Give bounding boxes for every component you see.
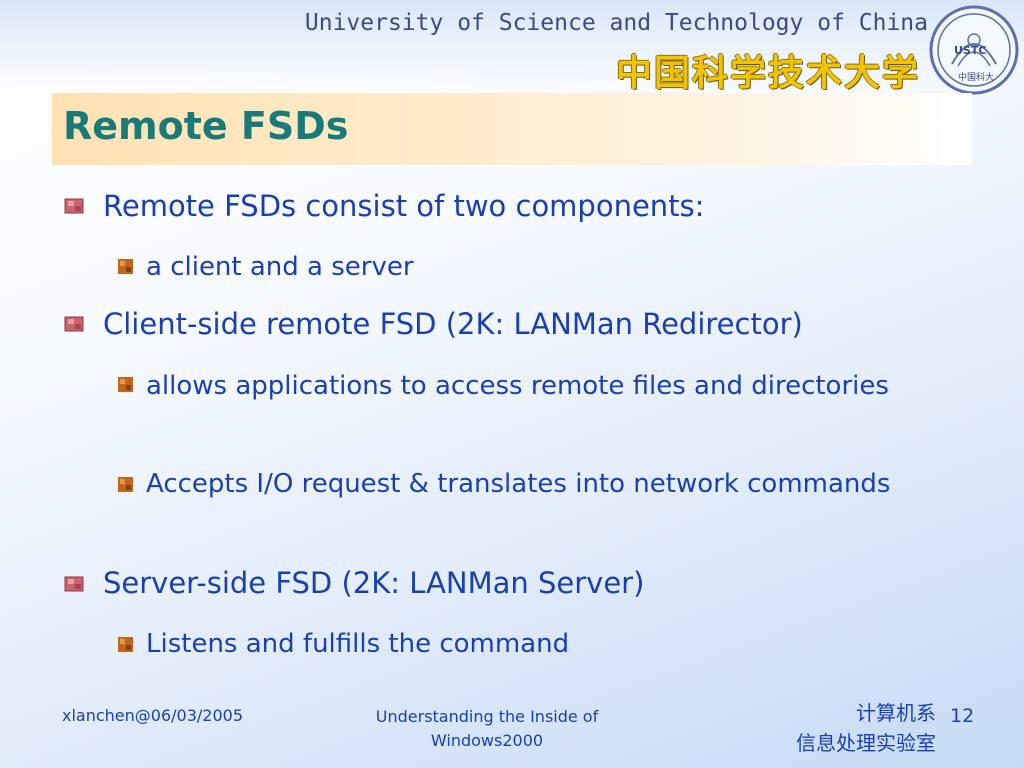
footer-course-title: Understanding the Inside of Windows2000 [342,705,632,753]
footer-course-line1: Understanding the Inside of [375,707,599,726]
level2-bullet-icon [117,258,134,275]
footer-dept-line1: 计算机系 [856,701,936,725]
ustc-logo: USTC 中国科大 [928,4,1020,96]
level1-bullet-icon [63,574,87,594]
university-name-cn: 中国科学技术大学 [615,53,920,94]
level2-bullet-icon [117,376,134,393]
bullet-text-level1: Remote FSDs consist of two components: [103,189,705,223]
footer-department: 计算机系 信息处理实验室 [796,698,936,758]
header-band [0,0,1024,90]
bullet-text-level2: allows applications to access remote fil… [146,371,889,401]
slide-title: Remote FSDs [63,104,349,148]
level1-bullet-icon [63,196,87,216]
page-number: 12 [950,705,975,727]
bullet-text-level2: Accepts I/O request & translates into ne… [146,469,891,499]
bullet-text-level2: a client and a server [146,252,414,282]
footer-course-line2: Windows2000 [430,731,544,750]
bullet-text-level1: Server-side FSD (2K: LANMan Server) [103,566,645,600]
bullet-text-level2: Listens and fulfills the command [146,629,570,659]
level2-bullet-icon [117,636,134,653]
university-name-en: University of Science and Technology of … [304,10,928,36]
footer-author-date: xlanchen@06/03/2005 [62,706,243,725]
logo-subtext: 中国科大 [958,71,994,83]
bullet-text-level1: Client-side remote FSD (2K: LANMan Redir… [103,307,803,341]
title-bar [52,93,972,165]
level2-bullet-icon [117,476,134,493]
logo-text: USTC [954,44,986,57]
level1-bullet-icon [63,314,87,334]
footer-dept-line2: 信息处理实验室 [796,731,936,755]
